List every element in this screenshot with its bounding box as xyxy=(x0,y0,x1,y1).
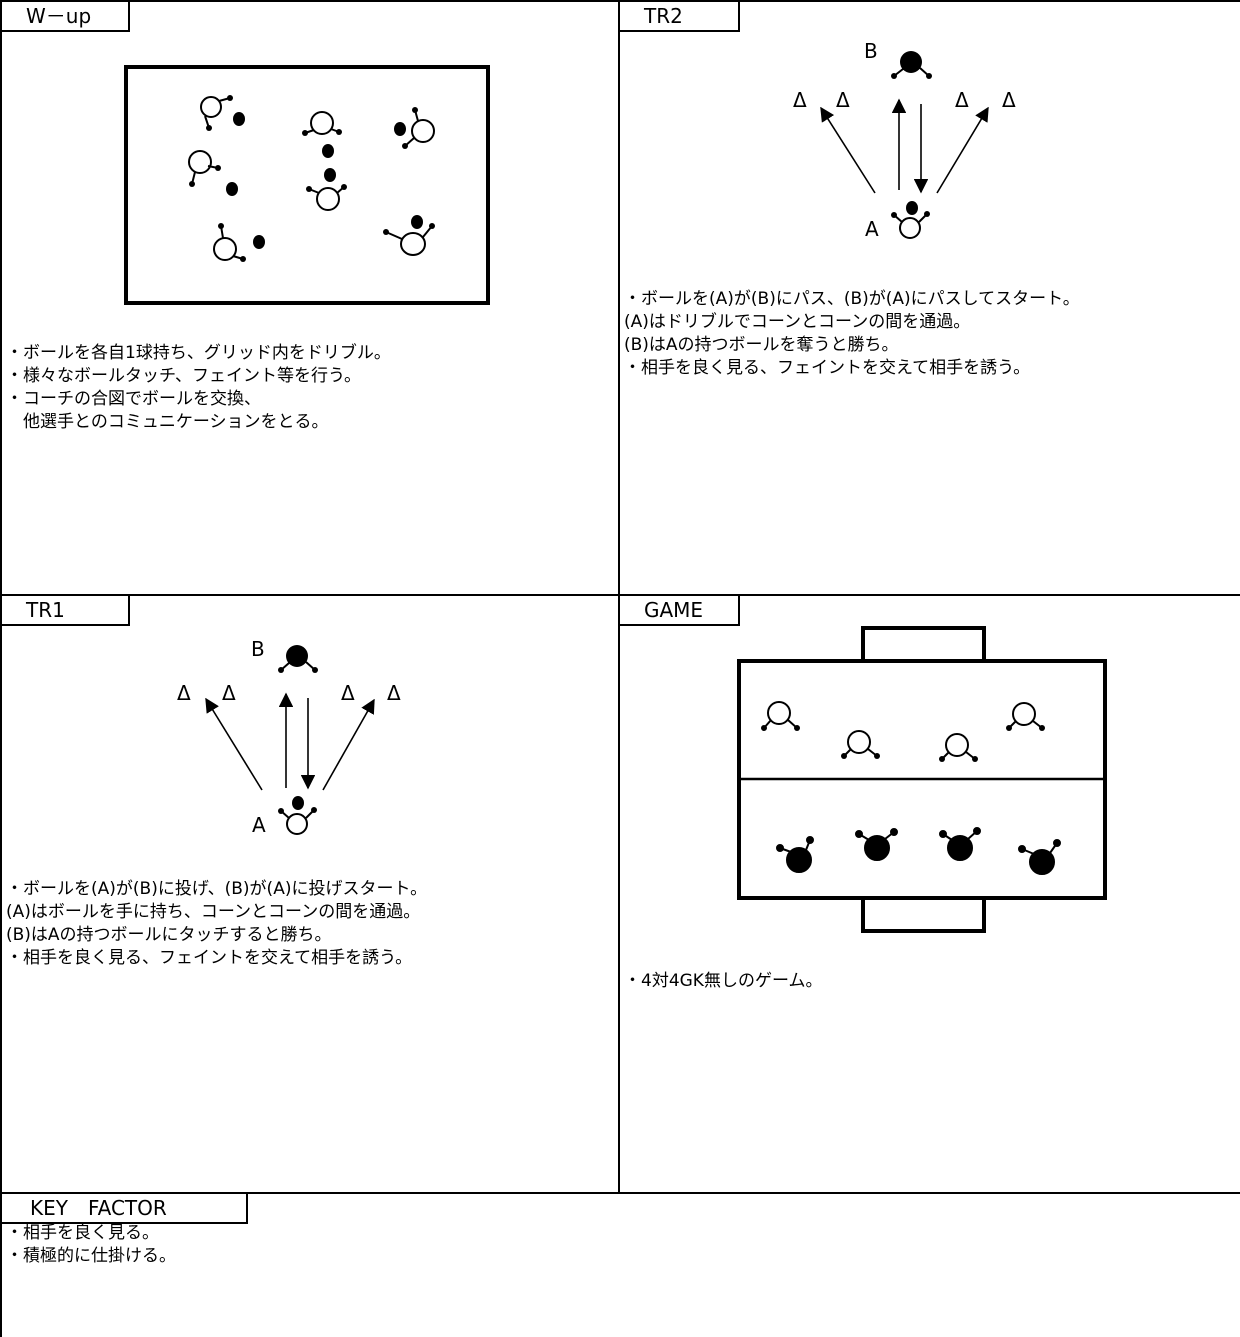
arrow xyxy=(322,698,375,791)
player-7 xyxy=(400,232,426,256)
note-line: ・ボールを(A)が(B)に投げ、(B)が(A)に投げスタート。 xyxy=(6,879,428,899)
ball xyxy=(411,215,423,229)
wup-diagram xyxy=(124,65,490,305)
cone-icon: Δ xyxy=(836,88,850,112)
player-1 xyxy=(200,96,222,118)
ball xyxy=(292,796,304,810)
player-4 xyxy=(188,150,212,174)
note-line: ・積極的に仕掛ける。 xyxy=(6,1246,176,1266)
frame-top xyxy=(0,0,1240,2)
note-line: ・ボールを(A)が(B)にパス、(B)が(A)にパスしてスタート。 xyxy=(624,289,1080,309)
cone-icon: Δ xyxy=(793,88,807,112)
cone-icon: Δ xyxy=(387,681,401,705)
player-2 xyxy=(310,111,334,135)
ball xyxy=(253,235,265,249)
notes-game: ・4対4GK無しのゲーム。 xyxy=(624,970,822,993)
ball xyxy=(394,122,406,136)
cone-icon: Δ xyxy=(1002,88,1016,112)
ball xyxy=(906,201,918,215)
player-white xyxy=(767,701,791,725)
cone-icon: Δ xyxy=(222,681,236,705)
panel-title-tr2: TR2 xyxy=(620,2,740,32)
panel-title-tr1: TR1 xyxy=(2,596,130,626)
player-6 xyxy=(213,237,237,261)
player-5 xyxy=(316,187,340,211)
note-line: ・4対4GK無しのゲーム。 xyxy=(624,971,823,991)
note-line: ・相手を良く見る。 xyxy=(6,1223,159,1243)
ball xyxy=(226,182,238,196)
label-b: B xyxy=(864,39,878,63)
key-factor-title: KEY FACTOR xyxy=(2,1194,248,1224)
notes-tr2: ・ボールを(A)が(B)にパス、(B)が(A)にパスしてスタート。 (A)はドリ… xyxy=(624,288,1080,380)
note-line: (B)はAの持つボールにタッチすると勝ち。 xyxy=(6,925,332,945)
tr2-diagram: B Δ Δ Δ Δ A xyxy=(793,39,1016,241)
panel-title-wup: W－up xyxy=(2,2,130,32)
arrow xyxy=(820,106,876,194)
note-line: ・コーチの合図でボールを交換、 xyxy=(6,389,261,409)
game-diagram xyxy=(737,626,1107,933)
note-line: 他選手とのコミュニケーションをとる。 xyxy=(6,412,329,432)
player-a xyxy=(286,813,308,835)
notes-tr1: ・ボールを(A)が(B)に投げ、(B)が(A)に投げスタート。 (A)はボールを… xyxy=(6,878,427,970)
cone-icon: Δ xyxy=(177,681,191,705)
player-3 xyxy=(411,119,435,143)
cone-icon: Δ xyxy=(341,681,355,705)
notes-wup: ・ボールを各自1球持ち、グリッド内をドリブル。 ・様々なボールタッチ、フェイント… xyxy=(6,342,391,434)
cone-icon: Δ xyxy=(955,88,969,112)
ball xyxy=(322,144,334,158)
note-line: ・様々なボールタッチ、フェイント等を行う。 xyxy=(6,366,361,386)
ball xyxy=(324,168,336,182)
note-line: ・相手を良く見る、フェイントを交えて相手を誘う。 xyxy=(6,948,413,968)
tr1-diagram: B Δ Δ Δ Δ A xyxy=(177,637,401,837)
player-black xyxy=(1029,849,1055,875)
center-divider xyxy=(618,0,620,1193)
player-black xyxy=(864,835,890,861)
note-line: (B)はAの持つボールを奪うと勝ち。 xyxy=(624,335,899,355)
arrow xyxy=(205,697,263,791)
player-white xyxy=(847,730,871,754)
note-line: ・ボールを各自1球持ち、グリッド内をドリブル。 xyxy=(6,343,391,363)
goal-top xyxy=(861,626,986,661)
arrow xyxy=(936,106,989,194)
player-white xyxy=(1012,702,1036,726)
notes-key-factor: ・相手を良く見る。 ・積極的に仕掛ける。 xyxy=(6,1222,176,1268)
note-line: (A)はドリブルでコーンとコーンの間を通過。 xyxy=(624,312,971,332)
player-black xyxy=(947,835,973,861)
panel-title-game: GAME xyxy=(620,596,740,626)
bottom-divider xyxy=(0,1192,1240,1194)
goal-bottom xyxy=(861,898,986,933)
label-a: A xyxy=(865,217,879,241)
frame-left xyxy=(0,0,2,1337)
player-a xyxy=(899,217,921,239)
label-a: A xyxy=(252,813,266,837)
player-b xyxy=(900,51,922,73)
note-line: ・相手を良く見る、フェイントを交えて相手を誘う。 xyxy=(624,358,1031,378)
player-white xyxy=(945,733,969,757)
note-line: (A)はボールを手に持ち、コーンとコーンの間を通過。 xyxy=(6,902,421,922)
player-black xyxy=(786,847,812,873)
ball xyxy=(233,112,245,126)
player-b xyxy=(286,645,308,667)
label-b: B xyxy=(251,637,265,661)
row-divider xyxy=(0,594,1240,596)
